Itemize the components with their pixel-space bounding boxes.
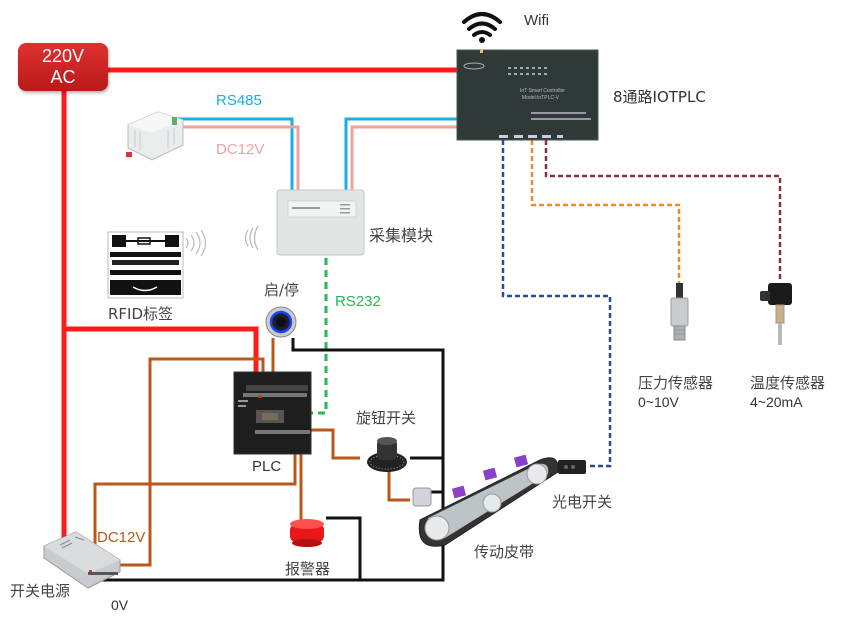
iotplc-ports	[499, 135, 563, 138]
zero-volt-wires	[100, 338, 445, 582]
temperature-sensor-range: 4~20mA	[750, 394, 803, 410]
dc12v-acq-to-iotplc	[350, 125, 460, 190]
photo-switch-device	[558, 460, 586, 474]
rs485-sensor-to-acq	[172, 117, 294, 190]
dc12v-psu-to-plc	[112, 357, 265, 567]
wifi-icon	[462, 12, 502, 43]
rs485-wires	[172, 117, 460, 190]
iotplc-label: 8通路IOTPLC	[613, 88, 706, 106]
wifi-label: Wifi	[524, 12, 549, 29]
conveyor-items	[451, 454, 529, 499]
dc12v-pink-label: DC12V	[216, 141, 265, 158]
iotplc-leds	[508, 67, 547, 75]
conveyor-belt-device	[412, 454, 559, 547]
pressure-sensor-device	[670, 283, 689, 341]
plc-to-psu-return	[93, 432, 297, 560]
alarm-device	[290, 519, 324, 547]
wireless-signal-icon	[244, 225, 259, 251]
acquisition-module-label: 采集模块	[369, 226, 434, 245]
dc12v-sensor-to-acq	[176, 125, 300, 190]
temperature-sensor-device	[760, 283, 792, 345]
knob-to-motor	[387, 470, 410, 502]
psu-label: 开关电源	[10, 582, 71, 600]
rfid-tag-device	[107, 231, 184, 299]
pressure-sensor-label: 压力传感器	[638, 374, 714, 392]
rs485-label: RS485	[216, 92, 262, 109]
conveyor-label: 传动皮带	[474, 543, 535, 561]
temperature-sensor-label: 温度传感器	[750, 374, 826, 392]
ac-power-source: 220V AC	[18, 43, 108, 91]
alarm-label: 报警器	[285, 560, 331, 578]
start-stop-label: 启/停	[264, 281, 300, 299]
acquisition-module-device	[276, 189, 365, 256]
dc12v-pink-wires	[176, 125, 460, 190]
psu-device	[43, 531, 121, 589]
rfid-label: RFID标签	[108, 305, 174, 323]
zero-psu-bus	[100, 338, 445, 582]
knob-switch-device	[367, 437, 407, 472]
rfid-wireless-icon	[185, 229, 207, 257]
knob-switch-label: 旋钮开关	[356, 409, 417, 427]
pressure-signal-wire	[530, 140, 681, 285]
rs485-acq-to-iotplc	[344, 117, 460, 190]
start-stop-button-device	[265, 306, 297, 338]
iotplc-device: IoT Smart Controller Model:IoTPLC-V	[456, 49, 599, 141]
photo-switch-label: 光电开关	[552, 493, 613, 511]
plc-label: PLC	[252, 458, 282, 475]
iotplc-device-text-2: Model:IoTPLC-V	[522, 95, 560, 101]
ac-type-label: AC	[50, 67, 76, 87]
zero-volt-label: 0V	[111, 597, 129, 613]
ac-voltage-label: 220V	[41, 46, 85, 66]
zero-alarm	[326, 516, 362, 580]
iotplc-device-text-1: IoT Smart Controller	[520, 88, 565, 94]
plc-device	[233, 371, 312, 455]
temp-signal-wire	[544, 140, 782, 282]
dc12v-brown-wires	[93, 338, 410, 567]
rs232-wire	[290, 258, 328, 415]
dc12v-brown-label: DC12V	[97, 529, 146, 546]
plc-to-knob	[310, 428, 360, 460]
pressure-sensor-range: 0~10V	[638, 394, 679, 410]
photo-signal-wire	[501, 140, 612, 468]
ac-wire-to-plc	[64, 326, 259, 395]
rs485-sensor-device	[126, 111, 184, 161]
rs232-label: RS232	[335, 293, 381, 310]
